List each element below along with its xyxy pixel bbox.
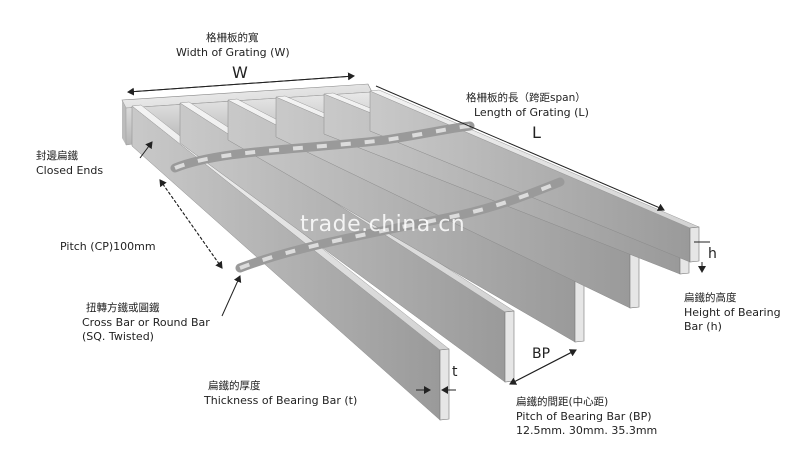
length-symbol: L [532, 123, 541, 142]
height-label-zh: 扁鐵的高度 [684, 292, 737, 304]
closed-ends-label-zh: 封邊扁鐵 [36, 150, 78, 162]
height-symbol: h [708, 246, 717, 262]
length-label-en: Length of Grating (L) [474, 106, 589, 119]
length-label-zh: 格柵板的長（跨距span） [466, 92, 586, 104]
bearing-bar-end [574, 278, 585, 343]
closed-ends-leader [139, 141, 153, 159]
thickness-label-en: Thickness of Bearing Bar (t) [204, 394, 358, 407]
pitch-cp-leader [159, 179, 223, 269]
watermark: trade.china.cn [300, 212, 466, 237]
bp-symbol: BP [532, 346, 551, 362]
pitch-bp-label-zh: 扁鐵的間距(中心距) [516, 396, 609, 408]
bp-dimension [509, 349, 577, 385]
thickness-label-zh: 扁鐵的厚度 [208, 380, 261, 392]
height-dimension [694, 241, 710, 273]
length-dimension [375, 85, 665, 211]
thickness-symbol: t [452, 364, 458, 380]
pitch-bp-label-en: Pitch of Bearing Bar (BP) [516, 410, 652, 423]
bearing-bar-end [439, 348, 450, 421]
cross-bar-label-en2: (SQ. Twisted) [82, 330, 154, 343]
width-label-zh: 格柵板的寬 [206, 32, 259, 44]
cross-bar-label-en: Cross Bar or Round Bar [82, 316, 210, 329]
cross-bar-label-zh: 扭轉方鐵或圓鐵 [86, 302, 160, 314]
width-dimension [127, 72, 355, 96]
cross-bar-leader [221, 275, 242, 317]
cross-bar-back [170, 121, 475, 173]
cross-bar-front [235, 177, 565, 273]
width-symbol: W [232, 63, 248, 82]
closed-ends-label-en: Closed Ends [36, 164, 104, 177]
pitch-bp-values: 12.5mm. 30mm. 35.3mm [516, 424, 658, 437]
pitch-cp-label: Pitch (CP)100mm [60, 240, 156, 253]
height-label-en2: Bar (h) [684, 320, 722, 333]
bearing-bar-end [689, 226, 700, 263]
bearing-bar-end [504, 310, 515, 383]
height-label-en1: Height of Bearing [684, 306, 781, 319]
bearing-bar-end [629, 248, 640, 309]
width-label-en: Width of Grating (W) [176, 46, 290, 59]
